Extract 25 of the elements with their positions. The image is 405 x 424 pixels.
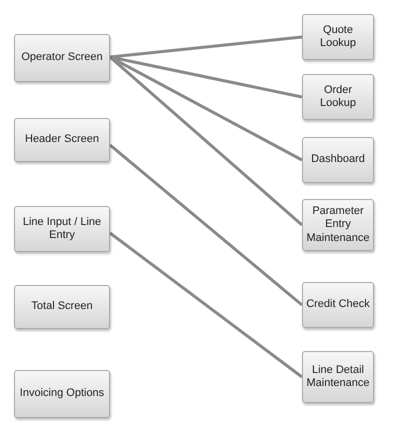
box-label: Quote Lookup — [318, 24, 358, 50]
screen-box — [302, 351, 374, 403]
screen-box — [302, 199, 374, 251]
connector-line — [110, 36, 302, 58]
screen-box — [302, 14, 374, 60]
screen-box — [14, 34, 110, 82]
box-label: Invoicing Options — [20, 387, 104, 401]
screen-box — [14, 370, 110, 418]
screen-box — [14, 285, 110, 329]
box-label: Line Input / Line Entry — [22, 216, 102, 242]
screen-box — [302, 137, 374, 183]
box-label: Operator Screen — [21, 51, 103, 65]
screen-box — [14, 206, 110, 252]
screen-box — [302, 74, 374, 120]
box-label: Dashboard — [311, 153, 365, 167]
connector-line — [109, 232, 303, 378]
box-label: Order Lookup — [318, 84, 358, 110]
box-label: Line Detail Maintenance — [306, 364, 370, 390]
box-label: Credit Check — [306, 298, 370, 312]
box-label: Parameter Entry Maintenance — [306, 205, 370, 245]
screen-box — [302, 282, 374, 328]
box-label: Header Screen — [25, 133, 99, 147]
box-label: Total Screen — [31, 300, 93, 314]
connector-line — [109, 144, 303, 306]
screen-box — [14, 118, 110, 162]
